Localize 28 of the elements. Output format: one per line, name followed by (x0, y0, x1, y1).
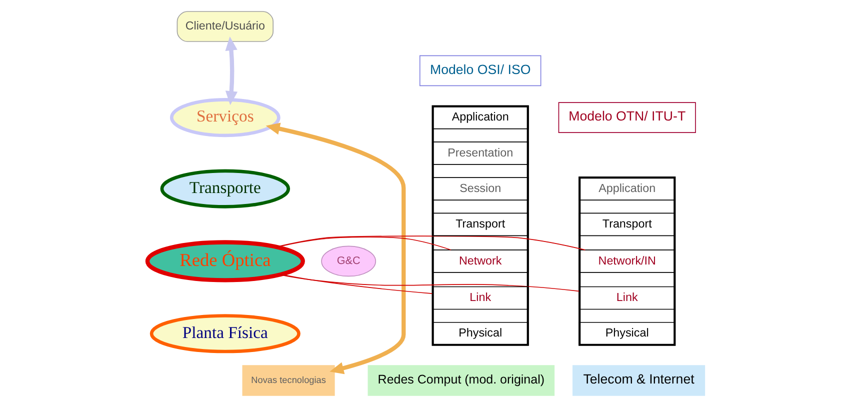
node-box: Link (432, 286, 529, 310)
node-box: Novas tecnologias (242, 365, 335, 396)
node-box: Cliente/Usuário (176, 11, 274, 42)
node-box: Session (432, 177, 529, 200)
node-box: Application (432, 106, 529, 130)
node-box: Transport (432, 212, 529, 236)
node-box: Modelo OTN/ ITU-T (558, 102, 696, 133)
node-ellipse: Transporte (160, 169, 290, 208)
node-box: Network (432, 250, 529, 273)
connector (276, 236, 586, 250)
node-box: Network/IN (578, 250, 676, 273)
connector (279, 274, 580, 292)
arrow (266, 122, 406, 374)
node-box: Redes Comput (mod. original) (368, 365, 555, 396)
node-ellipse: Planta Física (150, 314, 300, 354)
node-box: Link (578, 286, 676, 310)
node-box: Presentation (432, 142, 529, 165)
connector (280, 274, 433, 294)
node-box: Physical (432, 322, 529, 346)
node-ellipse: G&C (321, 246, 376, 277)
connector (276, 236, 452, 250)
node-box: Transport (578, 212, 676, 236)
node-box: Telecom & Internet (572, 365, 706, 396)
node-box: Application (578, 177, 676, 200)
node-box: Modelo OSI/ ISO (419, 55, 542, 86)
node-box: Physical (578, 322, 676, 346)
node-ellipse: Rede Óptica (145, 240, 305, 282)
arrow (225, 36, 238, 106)
